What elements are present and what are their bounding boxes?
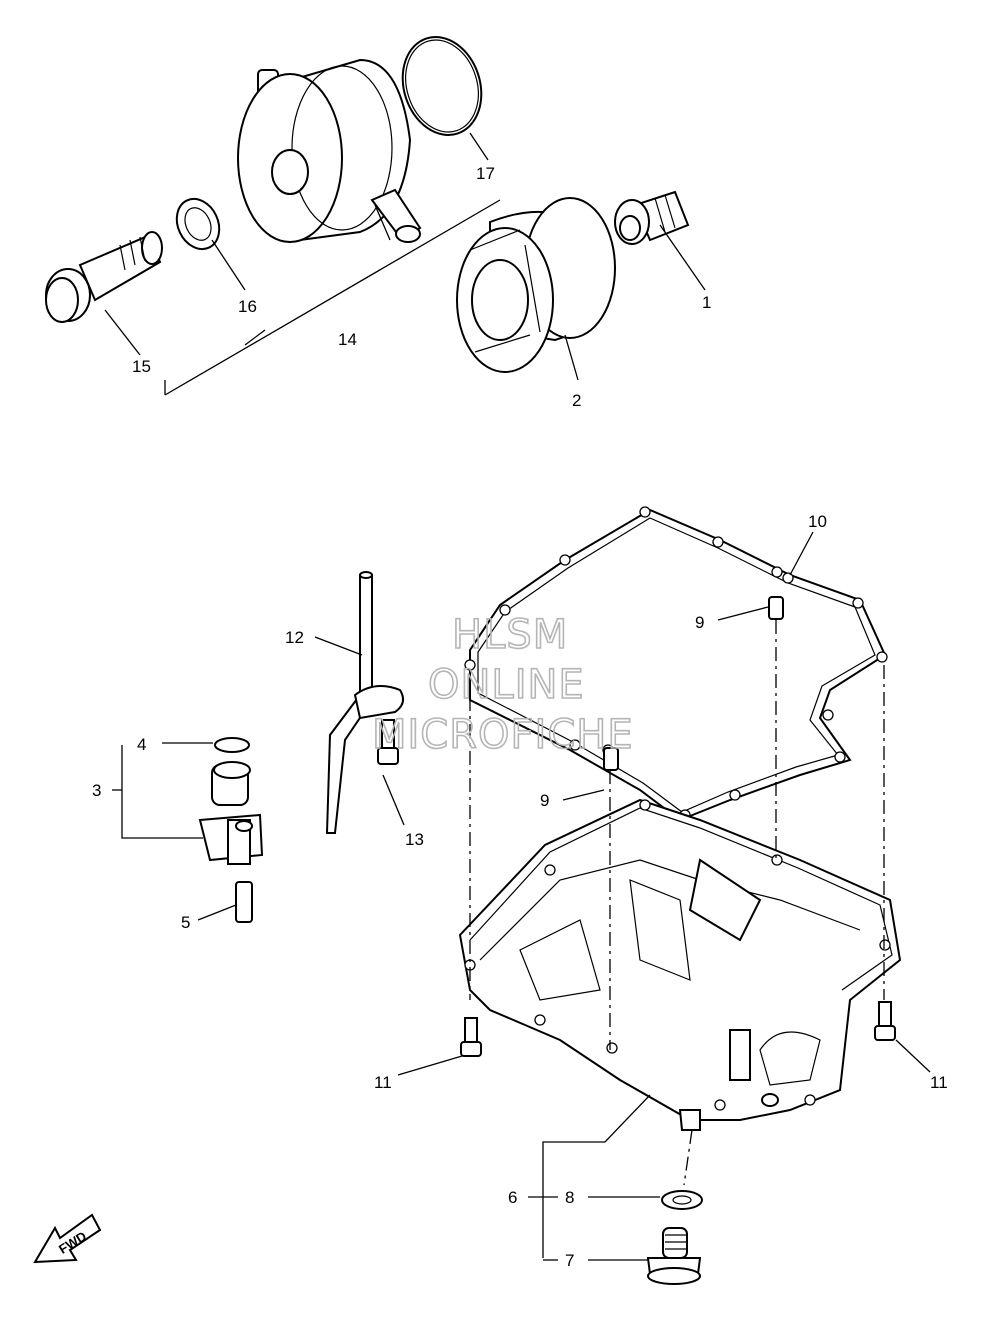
label-part-17: 17 [476, 164, 495, 183]
label-part-11-left: 11 [374, 1073, 392, 1092]
label-part-11-right: 11 [930, 1073, 948, 1092]
watermark: HLSM ONLINE MICROFICHE [371, 611, 634, 759]
forward-direction-icon: FWD [33, 1213, 102, 1264]
part-1-fitting-bolt [614, 190, 690, 245]
part-10-oil-pan-gasket [464, 506, 888, 822]
label-part-4: 4 [137, 735, 146, 754]
part-8-gasket [661, 1190, 703, 1210]
label-part-7: 7 [565, 1251, 574, 1270]
label-part-9-lower: 9 [540, 791, 549, 810]
callout-labels: 1 2 3 4 5 6 7 8 9 9 10 11 11 12 13 14 15… [92, 164, 948, 1270]
label-part-12: 12 [285, 628, 304, 647]
label-part-3: 3 [92, 781, 101, 800]
label-part-10: 10 [808, 512, 827, 531]
part-14-oil-cooler [237, 58, 422, 243]
label-part-13: 13 [405, 830, 424, 849]
label-part-6: 6 [508, 1188, 517, 1207]
part-7-drain-bolt [646, 1227, 702, 1285]
alignment-lines [469, 620, 885, 1186]
oil-pan [458, 798, 902, 1131]
label-part-14: 14 [338, 330, 357, 349]
part-12-breather-pipe [325, 571, 405, 834]
part-9-dowel-pins [603, 596, 784, 771]
label-part-1: 1 [702, 293, 711, 312]
label-part-15: 15 [132, 357, 151, 376]
watermark-line-2: ONLINE [428, 662, 585, 708]
part-2-oil-filter [456, 197, 616, 373]
part-15-union-bolt [45, 231, 163, 323]
label-part-5: 5 [181, 913, 190, 932]
label-part-8: 8 [565, 1188, 574, 1207]
callout-leaders-top [104, 132, 706, 396]
part-13-bolt [377, 719, 399, 765]
label-part-9-upper: 9 [695, 613, 704, 632]
label-part-2: 2 [572, 391, 581, 410]
part-16-washer [175, 197, 221, 251]
part-3-oil-level-switch [198, 737, 264, 923]
part-11-bolts [460, 1001, 896, 1057]
watermark-line-1: HLSM [452, 612, 568, 658]
callout-leaders-bottom [112, 531, 931, 1261]
part-17-o-ring [401, 36, 483, 136]
label-part-16: 16 [238, 297, 257, 316]
watermark-line-3: MICROFICHE [372, 712, 634, 758]
